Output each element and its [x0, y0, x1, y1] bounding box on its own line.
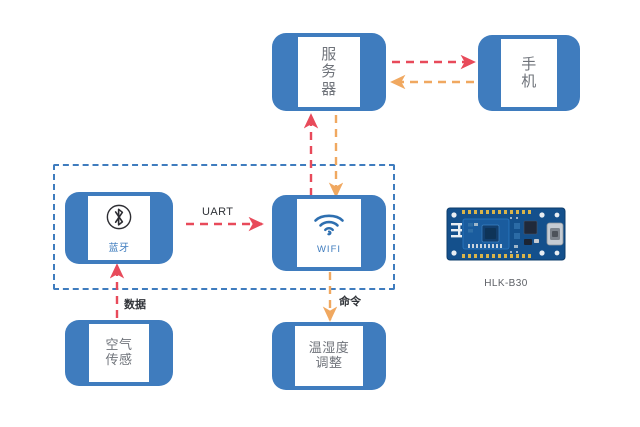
node-wifi-plate: WIFI: [297, 199, 361, 267]
node-air-sensor-label: 空气 传感: [105, 337, 133, 367]
node-air-sensor[interactable]: 空气 传感: [65, 320, 173, 386]
node-climate-control-plate: 温湿度 调整: [295, 326, 363, 386]
node-bluetooth-label: 蓝牙: [108, 243, 130, 254]
hlk-b30-caption: HLK-B30: [484, 278, 528, 289]
node-climate-control[interactable]: 温湿度 调整: [272, 322, 386, 390]
node-phone-plate: 手 机: [501, 39, 557, 107]
hlk-b30-board-image: [444, 203, 568, 265]
node-bluetooth-plate: 蓝牙: [88, 196, 150, 260]
node-wifi[interactable]: WIFI: [272, 195, 386, 271]
node-phone-label: 手 机: [521, 55, 537, 90]
node-server-label: 服 务 器: [321, 46, 337, 98]
node-server-plate: 服 务 器: [298, 37, 360, 107]
bluetooth-icon: [104, 202, 134, 237]
edge-label-uart: UART: [202, 206, 234, 218]
node-wifi-label: WIFI: [316, 244, 342, 255]
node-air-sensor-plate: 空气 传感: [89, 324, 149, 382]
node-climate-control-label: 温湿度 调整: [308, 340, 350, 370]
module-group-boundary: [53, 164, 395, 290]
node-phone[interactable]: 手 机: [478, 35, 580, 111]
wifi-icon: [312, 211, 346, 242]
edge-label-command: 命令: [339, 296, 361, 308]
node-server[interactable]: 服 务 器: [272, 33, 386, 111]
edge-label-data: 数据: [124, 299, 146, 311]
node-bluetooth[interactable]: 蓝牙: [65, 192, 173, 264]
